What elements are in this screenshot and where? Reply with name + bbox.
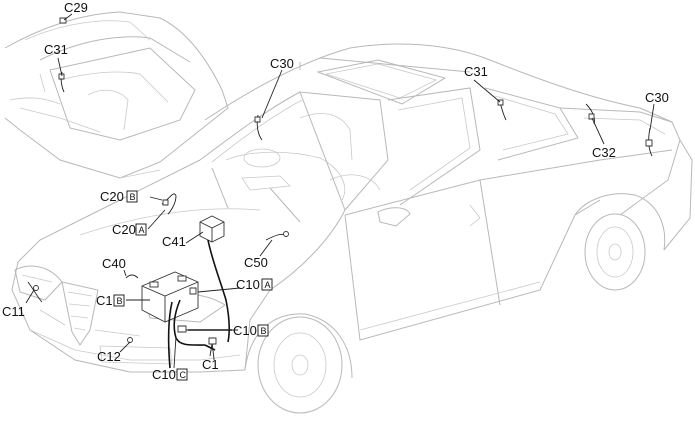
leader-lines [25,13,655,369]
label-c20a-suffix: A [139,225,145,235]
label-c31-left: C31 [44,42,68,57]
label-c29: C29 [64,0,88,15]
label-c20b: C20 [100,189,124,204]
label-c50: C50 [244,255,268,270]
label-c31-right: C31 [464,64,488,79]
label-c30-rear: C30 [645,90,669,105]
label-c10c: C10 [152,367,176,382]
battery [141,271,199,323]
label-c30-roof: C30 [270,56,294,71]
label-c10b: C10 [233,323,257,338]
label-c10a: C10 [236,277,260,292]
label-c10b-badge [257,324,269,337]
label-c1b-suffix: B [117,296,123,306]
label-c11: C11 [2,304,25,319]
control-unit-c41 [199,215,225,243]
label-c10a-suffix: A [265,280,271,290]
label-c20a: C20 [112,222,136,237]
label-c12: C12 [97,349,121,364]
label-c1b: C1 [96,293,113,308]
label-c10b-suffix: B [261,326,267,336]
label-c41: C41 [162,234,186,249]
label-c1: C1 [202,357,219,372]
label-c20a-badge [135,223,147,236]
label-c10a-badge [261,278,273,291]
connector-labels: C29 C31 C30 C31 C30 C32 C20 B C20 A C41 … [2,0,669,382]
car-body [11,43,693,414]
label-c40: C40 [102,256,126,271]
label-c1b-badge [113,294,125,307]
label-c10c-suffix: C [180,370,187,380]
inset-rear-view [4,11,229,179]
label-c32: C32 [592,145,616,160]
wiring-harness [27,17,653,369]
label-c20b-badge [126,190,138,203]
label-c10c-badge [176,368,188,381]
label-c20b-suffix: B [130,192,136,202]
